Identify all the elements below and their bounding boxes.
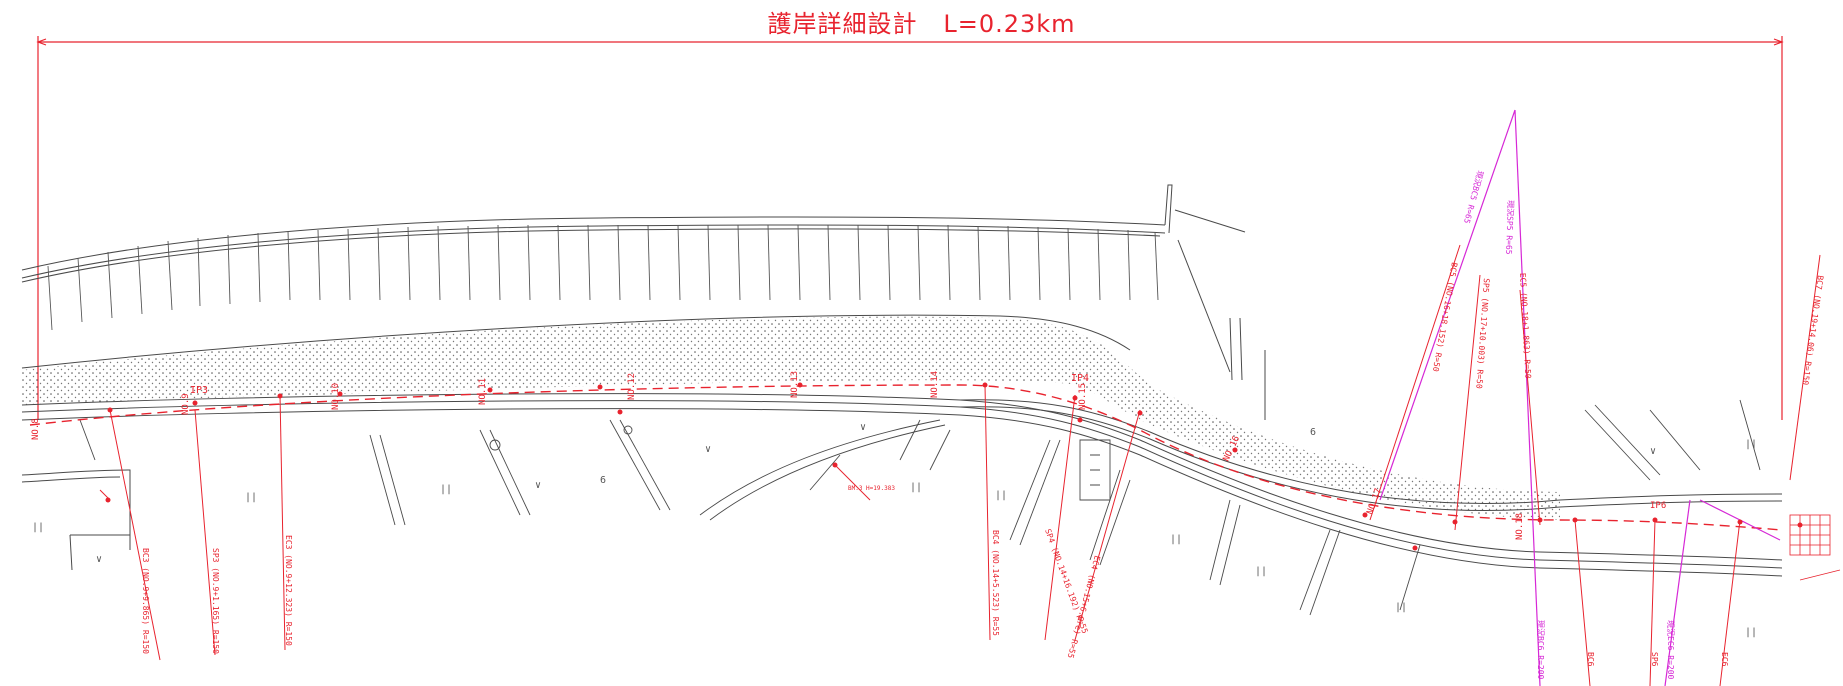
field-symbol: ∨ [860, 422, 866, 433]
field-symbol: ∨ [535, 480, 541, 491]
field-symbol: ∨ [96, 554, 102, 565]
benchmark-label: BM.3 H=19.383 [848, 485, 895, 492]
field-symbol: || [1255, 566, 1267, 577]
field-symbol: || [910, 482, 922, 493]
field-symbol: || [1745, 627, 1757, 638]
embankment-hatch [22, 316, 1560, 520]
existing-curve-lines [1379, 109, 1781, 686]
ip-label-ip3: IP3 [190, 385, 208, 396]
curve-label: BC3 (NO.9+9.865) R=150 [141, 548, 150, 654]
existing-curve-label: 現況SP5 R=65 [1504, 200, 1515, 255]
curve-label: SP6 [1650, 652, 1659, 667]
curve-label: BC4 (NO.14+5.523) R=55 [991, 530, 1000, 636]
curve-label: EC6 [1720, 652, 1729, 667]
station-labels: NO.8 NO.9 NO.10 NO.11 NO.12 NO.13 NO.14 … [31, 371, 1525, 540]
existing-curve-label: 現況BC6 R=200 [1536, 620, 1545, 680]
fence-lines [47, 224, 1159, 331]
station-label: NO.9 [181, 393, 191, 415]
ip-label-ip4: IP4 [1071, 373, 1089, 384]
curve-label: EC5 (NO.18+1.863) R=50 [1518, 273, 1533, 379]
field-symbol: 6 [1310, 427, 1316, 438]
field-symbol: || [1170, 534, 1182, 545]
station-label: NO.8 [31, 418, 41, 440]
title-text: 護岸詳細設計 [767, 10, 918, 38]
length-label: L=0.23km [943, 10, 1076, 38]
curve-label: BC6 [1586, 652, 1595, 667]
field-symbol: || [1395, 602, 1407, 613]
existing-curve-label: 現況EC6 R=200 [1666, 620, 1675, 680]
field-symbol: ∨ [705, 444, 711, 455]
field-symbol: || [1745, 439, 1757, 450]
length-dimension-line [36, 36, 1784, 420]
parcel-lines [79, 399, 1761, 616]
field-symbols: ∨ || || || ∨ 6 ∨ ∨ || || || || || || ∨ |… [32, 422, 1757, 638]
revetment-walls [21, 393, 1783, 577]
station-label: NO.12 [627, 373, 637, 400]
field-symbol: ∨ [1650, 446, 1656, 457]
curve-label: BC7 (NO.19+14.06) R=150 [1801, 275, 1825, 386]
ip-label-ip6: IP6 [1650, 501, 1666, 511]
station-label: NO.11 [478, 378, 488, 405]
curve-leader-lines [99, 244, 1821, 686]
field-symbol: 6 [600, 475, 606, 486]
curve-label: SP5 (NO.17+10.003) R=50 [1474, 278, 1491, 389]
field-symbol: || [440, 484, 452, 495]
station-label: NO.14 [930, 371, 940, 398]
curve-label: SP3 (NO.9+1.165) R=150 [211, 548, 220, 654]
curve-label: BC5 (NO.16+18.152) R=50 [1431, 262, 1459, 373]
river-centerline [29, 384, 1783, 531]
station-label: NO.13 [790, 371, 800, 398]
field-symbol: || [32, 522, 44, 533]
existing-curve-label: 現況BC5 R=65 [1462, 169, 1485, 224]
right-structure [1789, 514, 1841, 581]
station-label: NO.15 [1078, 383, 1088, 410]
station-marks [105, 382, 1803, 551]
field-symbol: || [245, 492, 257, 503]
station-label: NO.18 [1515, 513, 1525, 540]
station-label: NO.10 [331, 383, 341, 410]
field-symbol: || [995, 490, 1007, 501]
existing-curve-labels: 現況BC5 R=65 現況SP5 R=65 現況BC6 R=200 現況EC6 … [1462, 169, 1675, 679]
curve-label: EC3 (NO.9+12.323) R=150 [284, 535, 293, 646]
drawing-title: 護岸詳細設計 L=0.23km [0, 4, 1843, 39]
upper-dike [21, 184, 1266, 420]
